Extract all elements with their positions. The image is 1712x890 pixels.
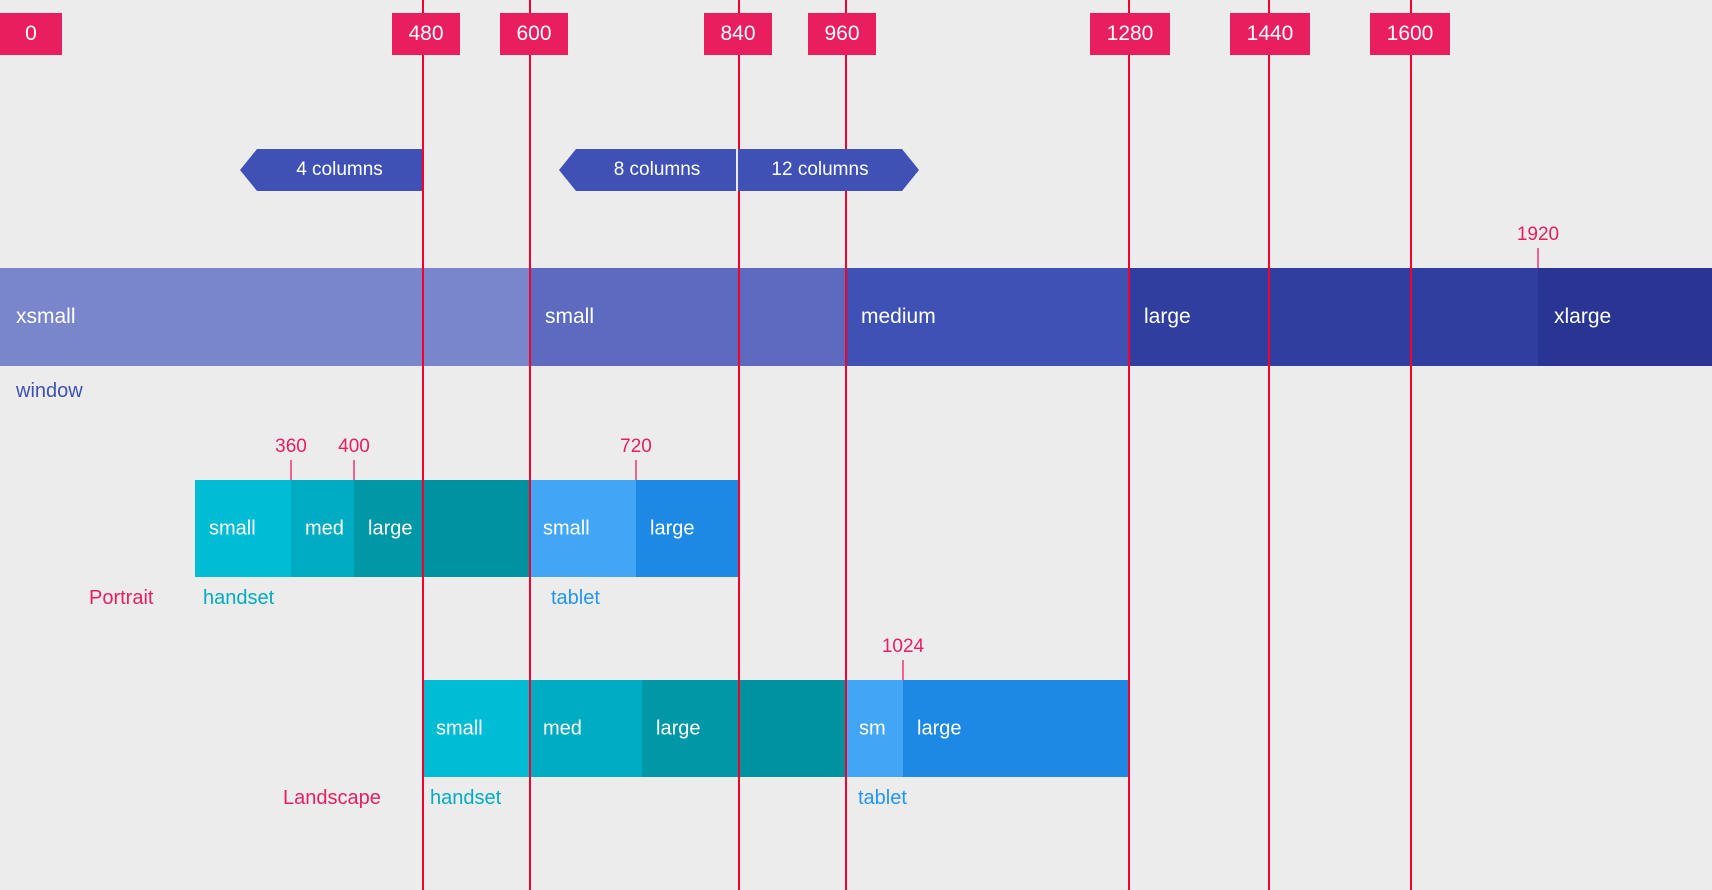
- window-segment-filler-3: [738, 268, 845, 366]
- portrait-tick-label: 360: [275, 436, 307, 457]
- portrait-tick-label: 400: [338, 436, 370, 457]
- landscape-tick-line: [902, 660, 904, 680]
- breakpoint-flag-1600[interactable]: 1600: [1370, 13, 1450, 55]
- breakpoint-flag-1280[interactable]: 1280: [1090, 13, 1170, 55]
- window-segment-label: small: [545, 305, 595, 328]
- annotation-label: 1920: [1516, 224, 1560, 245]
- window-caption: window: [16, 380, 83, 402]
- window-segment-label: medium: [861, 305, 936, 328]
- window-segment-large: large: [1128, 268, 1268, 366]
- chip-divider: [736, 149, 738, 191]
- column-chip-12-columns[interactable]: 12 columns: [738, 149, 919, 191]
- breakpoint-rule-1: [422, 0, 424, 890]
- breakpoint-rule-2: [529, 0, 531, 890]
- portrait-caption-portrait: Portrait: [89, 587, 154, 609]
- breakpoint-flag-840[interactable]: 840: [704, 13, 772, 55]
- window-segment-filler-6: [1268, 268, 1410, 366]
- landscape-caption-tablet: tablet: [858, 787, 907, 809]
- landscape-segment-label: large: [656, 717, 701, 739]
- window-segment-label: xsmall: [16, 305, 76, 328]
- landscape-device-bar: small med large sm large: [0, 680, 1712, 777]
- breakpoint-flag-480[interactable]: 480: [392, 13, 460, 55]
- breakpoint-rule-4: [845, 0, 847, 890]
- landscape-segment-label: sm: [859, 717, 886, 739]
- portrait-segment-med: med: [291, 480, 354, 577]
- column-chip-8-columns[interactable]: 8 columns: [559, 149, 738, 191]
- landscape-segment-label: med: [543, 717, 582, 739]
- landscape-caption-handset: handset: [430, 787, 502, 809]
- breakpoint-flag-960[interactable]: 960: [808, 13, 876, 55]
- landscape-segment-label: large: [917, 717, 962, 739]
- window-segment-small: small: [529, 268, 738, 366]
- annotation-tick: [1537, 248, 1539, 268]
- portrait-segment-label: large: [368, 517, 413, 539]
- window-segment-label: xlarge: [1554, 305, 1612, 328]
- breakpoint-rule-7: [1410, 0, 1412, 890]
- portrait-segment-large: large: [354, 480, 422, 577]
- landscape-segment-label: small: [436, 717, 483, 739]
- portrait-segment-label: large: [650, 517, 695, 539]
- landscape-segment-sm: sm: [845, 680, 903, 777]
- portrait-segment-label: small: [209, 517, 256, 539]
- portrait-tick-label: 720: [620, 436, 652, 457]
- portrait-segment-small: small: [529, 480, 636, 577]
- breakpoint-rule-5: [1128, 0, 1130, 890]
- window-segment-medium: medium: [845, 268, 1128, 366]
- portrait-caption-tablet: tablet: [551, 587, 600, 609]
- landscape-tick-label: 1024: [881, 636, 925, 657]
- column-chip-4-columns[interactable]: 4 columns: [240, 149, 422, 191]
- landscape-segment-filler-3: [738, 680, 845, 777]
- breakpoint-flag-600[interactable]: 600: [500, 13, 568, 55]
- window-segment-label: large: [1144, 305, 1191, 328]
- portrait-caption-handset: handset: [203, 587, 275, 609]
- landscape-segment-small: small: [422, 680, 529, 777]
- landscape-segment-med: med: [529, 680, 642, 777]
- portrait-tick-line: [290, 460, 292, 480]
- breakpoint-flag-1440[interactable]: 1440: [1230, 13, 1310, 55]
- portrait-device-bar: small med large small large: [0, 480, 1712, 577]
- landscape-segment-large: large: [642, 680, 738, 777]
- portrait-tick-line: [635, 460, 637, 480]
- landscape-segment-large: large: [903, 680, 1128, 777]
- breakpoint-rule-6: [1268, 0, 1270, 890]
- portrait-segment-filler-3: [422, 480, 529, 577]
- portrait-segment-label: small: [543, 517, 590, 539]
- window-size-band: xsmall small medium large xlarge: [0, 268, 1712, 366]
- portrait-segment-small: small: [195, 480, 291, 577]
- landscape-caption-landscape: Landscape: [283, 787, 381, 809]
- window-segment-filler-7: [1410, 268, 1538, 366]
- breakpoint-flag-0[interactable]: 0: [0, 13, 62, 55]
- portrait-segment-label: med: [305, 517, 344, 539]
- breakpoint-rule-3: [738, 0, 740, 890]
- portrait-tick-line: [353, 460, 355, 480]
- portrait-segment-large: large: [636, 480, 738, 577]
- window-segment-xlarge: xlarge: [1538, 268, 1712, 366]
- window-segment-filler-1: [422, 268, 529, 366]
- window-segment-xsmall: xsmall: [0, 268, 422, 366]
